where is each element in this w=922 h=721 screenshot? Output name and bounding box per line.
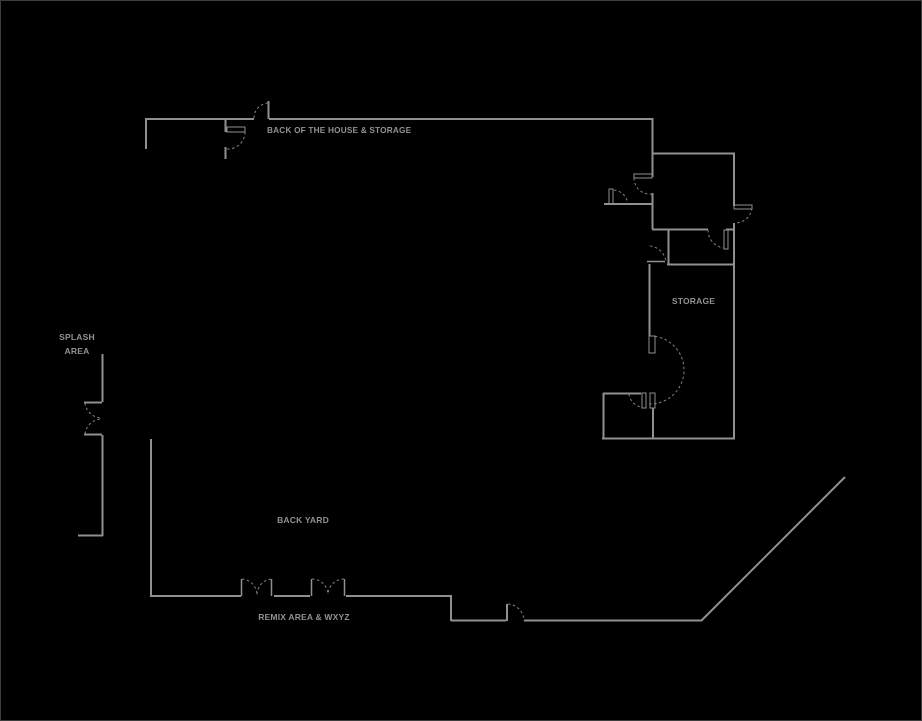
door-leaf [608,188,614,205]
door-swing-arc [707,229,725,249]
door-swing-arc [633,177,653,195]
door-swing-arc [734,207,753,224]
door-swing-arc-bottom [84,418,103,435]
corridor-door [647,245,667,263]
door-swing-arc [253,102,270,119]
label-storage: STORAGE [671,296,716,306]
door-swing-arc [507,603,525,622]
door-swing-arc [613,189,629,205]
label-splash-line2: AREA [64,346,90,356]
ne-room-bottom-door [707,229,729,250]
splash-double-door [84,401,103,436]
label-splash-line1: SPLASH [59,332,95,342]
door-swing-arc [649,245,667,263]
interior-stub-door [226,126,246,150]
door-swing-arc-left [311,578,329,596]
splash-area-walls [78,354,104,537]
top-entry-door [253,101,270,119]
door-swing-arc-right [256,578,272,596]
northeast-rooms-walls [604,118,735,438]
door-swing-arc-left [241,578,258,596]
door-leaf [226,126,246,133]
storage-door [648,335,685,405]
right-outer-door [733,204,753,224]
closet-door [628,392,656,409]
door-leaf [633,173,653,179]
label-back-of-house: BACK OF THE HOUSE & STORAGE [267,125,412,135]
backyard-walls [150,439,846,622]
wall-diagonal [700,476,846,622]
door-leaf [648,335,656,354]
cased-opening-jamb [649,392,656,409]
door-leaf [641,392,647,409]
label-remix-area: REMIX AREA & WXYZ [258,612,350,622]
label-back-yard: BACK YARD [277,515,329,525]
storage-room-walls [602,263,735,440]
door-swing-arc-top [84,402,103,419]
door-swing-arc-right [327,578,345,596]
door-swing-arc [226,131,246,150]
door-leaf [723,229,729,250]
door-leaf [733,204,753,210]
east-interior-door [633,173,653,195]
remix-french-doors-left [240,578,273,596]
mid-wall-door [608,188,629,205]
remix-french-doors-right [310,578,346,596]
lower-single-door [506,603,525,622]
door-swing-arc [649,335,685,405]
door-swing-arc [628,393,642,408]
back-of-house-walls [145,118,653,159]
